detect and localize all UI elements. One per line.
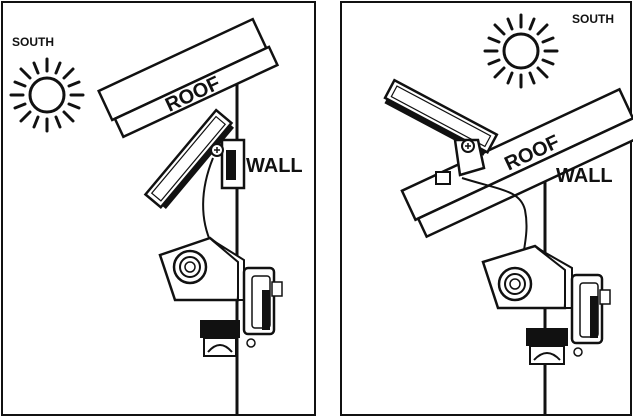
wall-bracket (210, 138, 246, 190)
wall-label: WALL (246, 155, 303, 177)
cable (461, 177, 528, 251)
wall-label: WALL (556, 165, 613, 187)
roof-bracket (435, 138, 486, 185)
south-label: SOUTH (12, 35, 54, 49)
south-label: SOUTH (572, 12, 614, 26)
roof-slab: ROOF (400, 87, 633, 239)
sun-icon (483, 13, 559, 89)
solar-panel (383, 78, 499, 156)
panel-wall-mount: SOUTH ROOF WALL (1, 1, 316, 416)
floodlight (481, 244, 611, 365)
floodlight (158, 236, 283, 357)
solar-panel (143, 108, 235, 210)
panel-roof-mount: SOUTH ROOF WALL (340, 1, 633, 416)
sun-icon (9, 57, 85, 133)
